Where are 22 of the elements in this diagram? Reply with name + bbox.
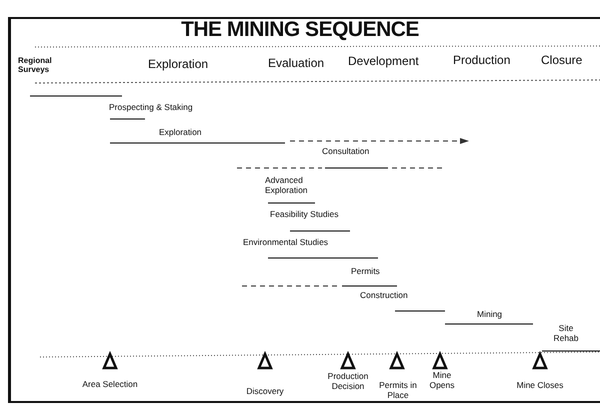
milestone-label: Mine Closes xyxy=(516,381,564,391)
activity-label: Site Rehab xyxy=(552,324,580,344)
activity-label: Consultation xyxy=(322,147,370,157)
phase-label: Closure xyxy=(541,54,582,68)
phase-label: Production xyxy=(453,54,510,68)
phase-label: Evaluation xyxy=(268,57,324,71)
milestone-label: Discovery xyxy=(245,387,285,397)
activity-label: Mining xyxy=(477,310,502,320)
phase-label: Regional Surveys xyxy=(18,56,53,74)
phase-label: Exploration xyxy=(148,58,208,72)
milestone-label: Mine Opens xyxy=(428,371,456,391)
activity-label: Environmental Studies xyxy=(243,238,328,248)
activity-label: Exploration xyxy=(159,128,202,138)
milestone-label: Area Selection xyxy=(81,380,139,390)
activity-label: Permits xyxy=(351,267,380,277)
phase-label: Development xyxy=(348,55,419,69)
title: THE MINING SEQUENCE xyxy=(180,18,420,42)
activity-label: Construction xyxy=(360,291,408,301)
activity-label: Prospecting & Staking xyxy=(109,103,193,113)
activity-label: Feasibility Studies xyxy=(270,210,339,220)
activity-label: Advanced Exploration xyxy=(265,176,309,196)
milestone-label: Permits in Place xyxy=(378,381,418,401)
